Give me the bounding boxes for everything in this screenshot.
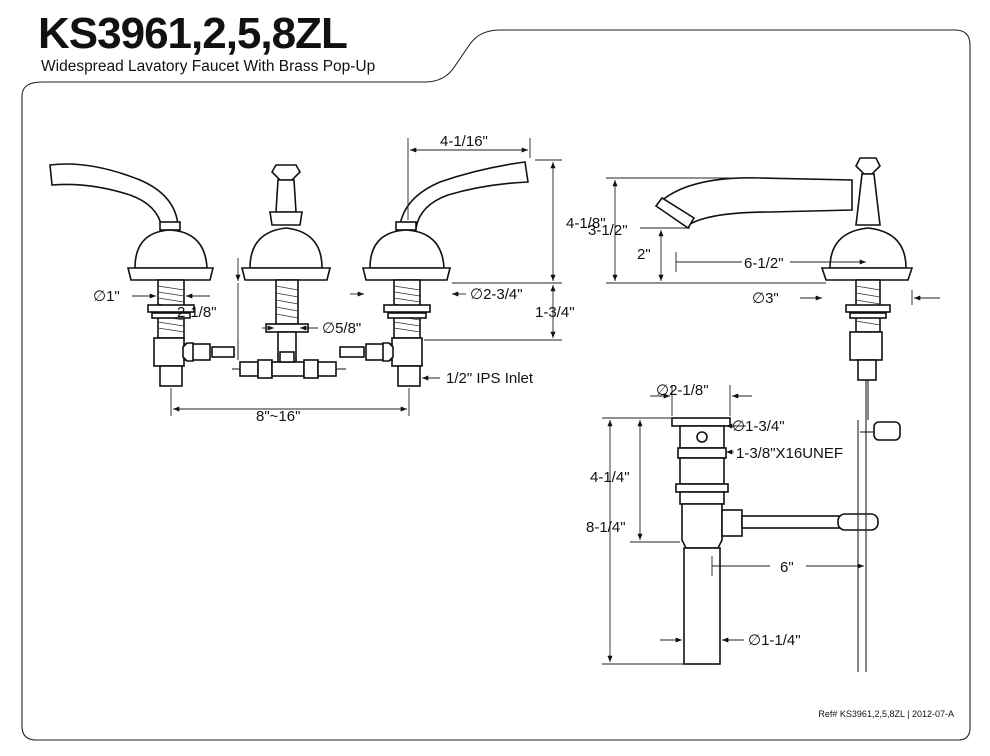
dim-escutcheon-diameter: ∅2-3/4" — [470, 286, 523, 303]
right-handle-valve — [361, 161, 529, 387]
front-dimensions — [132, 138, 562, 416]
side-dimensions — [606, 177, 940, 305]
popup-dimensions — [602, 385, 864, 665]
product-description: Widespread Lavatory Faucet With Brass Po… — [41, 58, 376, 75]
dim-tailpiece-diameter: ∅1-1/4" — [748, 632, 801, 649]
side-view-spout — [654, 157, 914, 420]
dim-ips-inlet: 1/2" IPS Inlet — [446, 370, 534, 387]
dim-popup-body-diameter: ∅1-3/4" — [732, 418, 785, 435]
dim-shank-diameter: ∅1" — [93, 288, 120, 305]
dim-popup-total-height: 8-1/4" — [586, 519, 626, 536]
dim-handle-shank-length: 1-3/4" — [535, 304, 575, 321]
model-title: KS3961,2,5,8ZL — [38, 9, 348, 58]
dim-spout-base-diameter: ∅3" — [752, 290, 779, 307]
dim-spout-shank-height: 2-1/8" — [177, 304, 217, 321]
left-handle-valve — [49, 163, 215, 387]
reference-footer: Ref# KS3961,2,5,8ZL | 2012-07-A — [818, 709, 954, 719]
dim-popup-thread: 1-3/8"X16UNEF — [736, 445, 843, 462]
dim-spout-reach: 6-1/2" — [744, 255, 784, 272]
dim-overall-height: 4-1/8" — [566, 215, 606, 232]
dim-popup-flange-diameter: ∅2-1/8" — [656, 382, 709, 399]
dim-handle-height: 4-1/16" — [440, 133, 488, 150]
dim-spout-height: 3-1/2" — [588, 222, 628, 239]
center-spout — [240, 164, 332, 363]
dim-supply-diameter: ∅5/8" — [322, 320, 361, 337]
dim-spread: 8"~16" — [256, 408, 300, 425]
dim-pivot-rod-length: 6" — [780, 559, 794, 576]
supply-tee — [211, 346, 365, 379]
popup-drain — [671, 417, 901, 672]
dim-spout-clearance: 2" — [637, 246, 651, 263]
drawing-frame — [21, 29, 971, 741]
dim-popup-upper-height: 4-1/4" — [590, 469, 630, 486]
